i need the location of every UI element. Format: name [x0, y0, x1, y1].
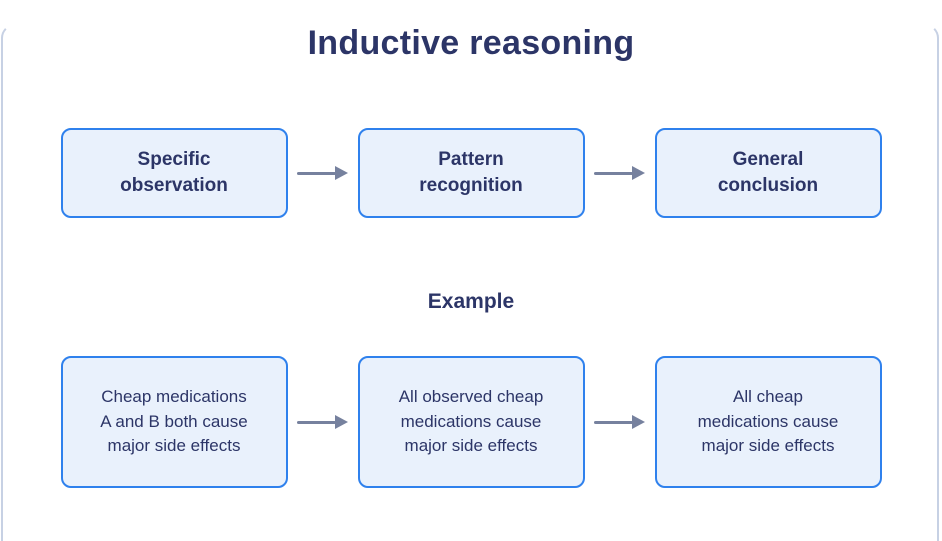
- flow-step-box-specific-observation: Specific observation: [60, 128, 288, 218]
- flow-step-box-pattern-recognition: Pattern recognition: [357, 128, 585, 218]
- example-step-box-pattern: All observed cheap medications cause maj…: [357, 356, 585, 488]
- example-heading: Example: [427, 290, 515, 313]
- diagram-title: Inductive reasoning: [307, 24, 635, 62]
- example-flow-row: Cheap medications A and B both cause maj…: [0, 356, 942, 488]
- arrow-stem: [297, 420, 336, 424]
- arrow-head: [632, 166, 645, 180]
- arrow-head: [335, 415, 348, 429]
- arrow-stem: [594, 420, 633, 424]
- example-step-box-conclusion: All cheap medications cause major side e…: [654, 356, 882, 488]
- flow-step-box-general-conclusion: General conclusion: [654, 128, 882, 218]
- example-step-label: Cheap medications A and B both cause maj…: [100, 387, 248, 456]
- flow-step-label: Specific observation: [120, 148, 228, 196]
- arrow-stem: [297, 171, 336, 175]
- arrow-right-icon: [288, 166, 358, 180]
- arrow-right-icon: [585, 166, 655, 180]
- example-step-label: All cheap medications cause major side e…: [697, 387, 839, 456]
- flow-step-label: Pattern recognition: [419, 148, 523, 196]
- arrow-head: [335, 166, 348, 180]
- arrow-stem: [594, 171, 633, 175]
- arrow-right-icon: [288, 415, 358, 429]
- main-flow-row: Specific observation Pattern recognition…: [0, 128, 942, 218]
- example-step-box-observation: Cheap medications A and B both cause maj…: [60, 356, 288, 488]
- arrow-head: [632, 415, 645, 429]
- flow-step-label: General conclusion: [717, 148, 819, 196]
- example-step-label: All observed cheap medications cause maj…: [398, 387, 544, 456]
- arrow-right-icon: [585, 415, 655, 429]
